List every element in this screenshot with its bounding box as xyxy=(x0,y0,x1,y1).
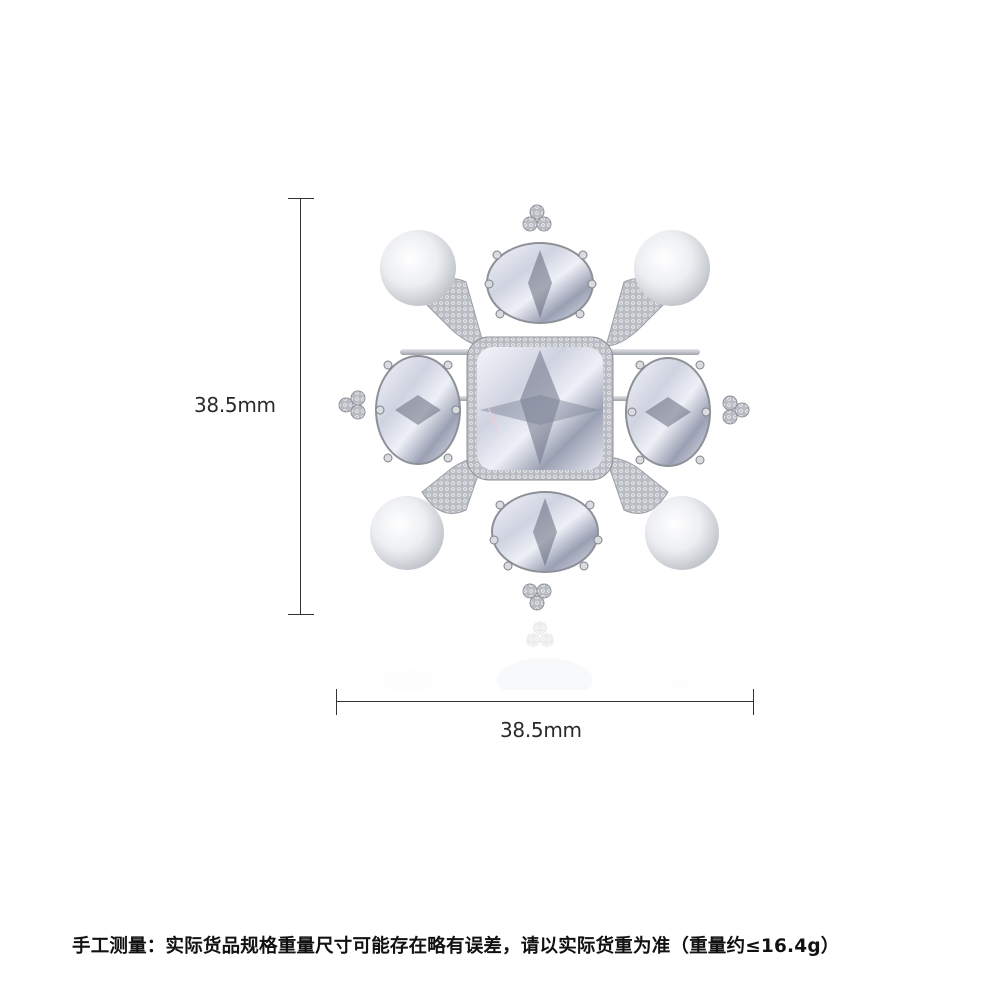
pave-clusters xyxy=(338,204,750,611)
height-dimension-bottom-cap xyxy=(288,614,314,615)
width-dimension-left-cap xyxy=(336,689,337,715)
width-dimension-right-cap xyxy=(753,689,754,715)
center-cushion-stone xyxy=(466,336,614,481)
pearls xyxy=(370,230,719,570)
height-dimension-top-cap xyxy=(288,198,314,199)
prongs xyxy=(375,250,711,571)
brooch-product-image xyxy=(330,190,760,710)
width-dimension-label: 38.5mm xyxy=(500,718,582,742)
brooch-reflection xyxy=(369,621,720,710)
width-dimension-line xyxy=(336,701,753,702)
height-dimension-label: 38.5mm xyxy=(194,393,276,417)
stone-facets xyxy=(395,250,691,566)
measurement-disclaimer: 手工测量：实际货品规格重量尺寸可能存在略有误差，请以实际货重为准（重量约≤16.… xyxy=(72,936,840,957)
height-dimension-line xyxy=(300,198,301,614)
